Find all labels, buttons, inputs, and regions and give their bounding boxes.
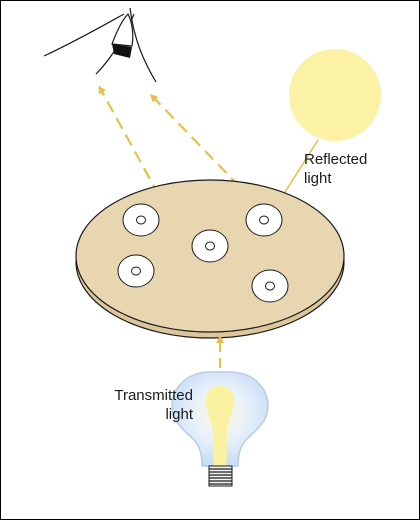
reflected-light-label: Reflected light — [304, 150, 367, 188]
bulb-filament-glow — [205, 386, 235, 466]
bulb-base — [208, 465, 233, 487]
eye-upper-lid — [43, 13, 125, 57]
eye-cornea — [111, 12, 134, 47]
transmitted-light-label-line2: light — [165, 406, 193, 423]
light-bulb-icon — [171, 371, 269, 487]
eye-brow-line — [129, 7, 157, 83]
reflected-light-label-line2: light — [304, 170, 332, 187]
well — [245, 203, 283, 237]
well — [251, 269, 289, 303]
sun-icon — [289, 49, 381, 141]
well — [191, 229, 229, 263]
microplate — [75, 179, 345, 339]
eye-iris — [112, 44, 132, 58]
eye-icon — [43, 7, 157, 83]
transmitted-light-label: Transmitted light — [90, 386, 193, 424]
transmitted-light-label-line1: Transmitted — [114, 387, 193, 404]
well — [122, 203, 160, 237]
well — [117, 254, 155, 288]
reflected-light-label-line1: Reflected — [304, 151, 368, 168]
